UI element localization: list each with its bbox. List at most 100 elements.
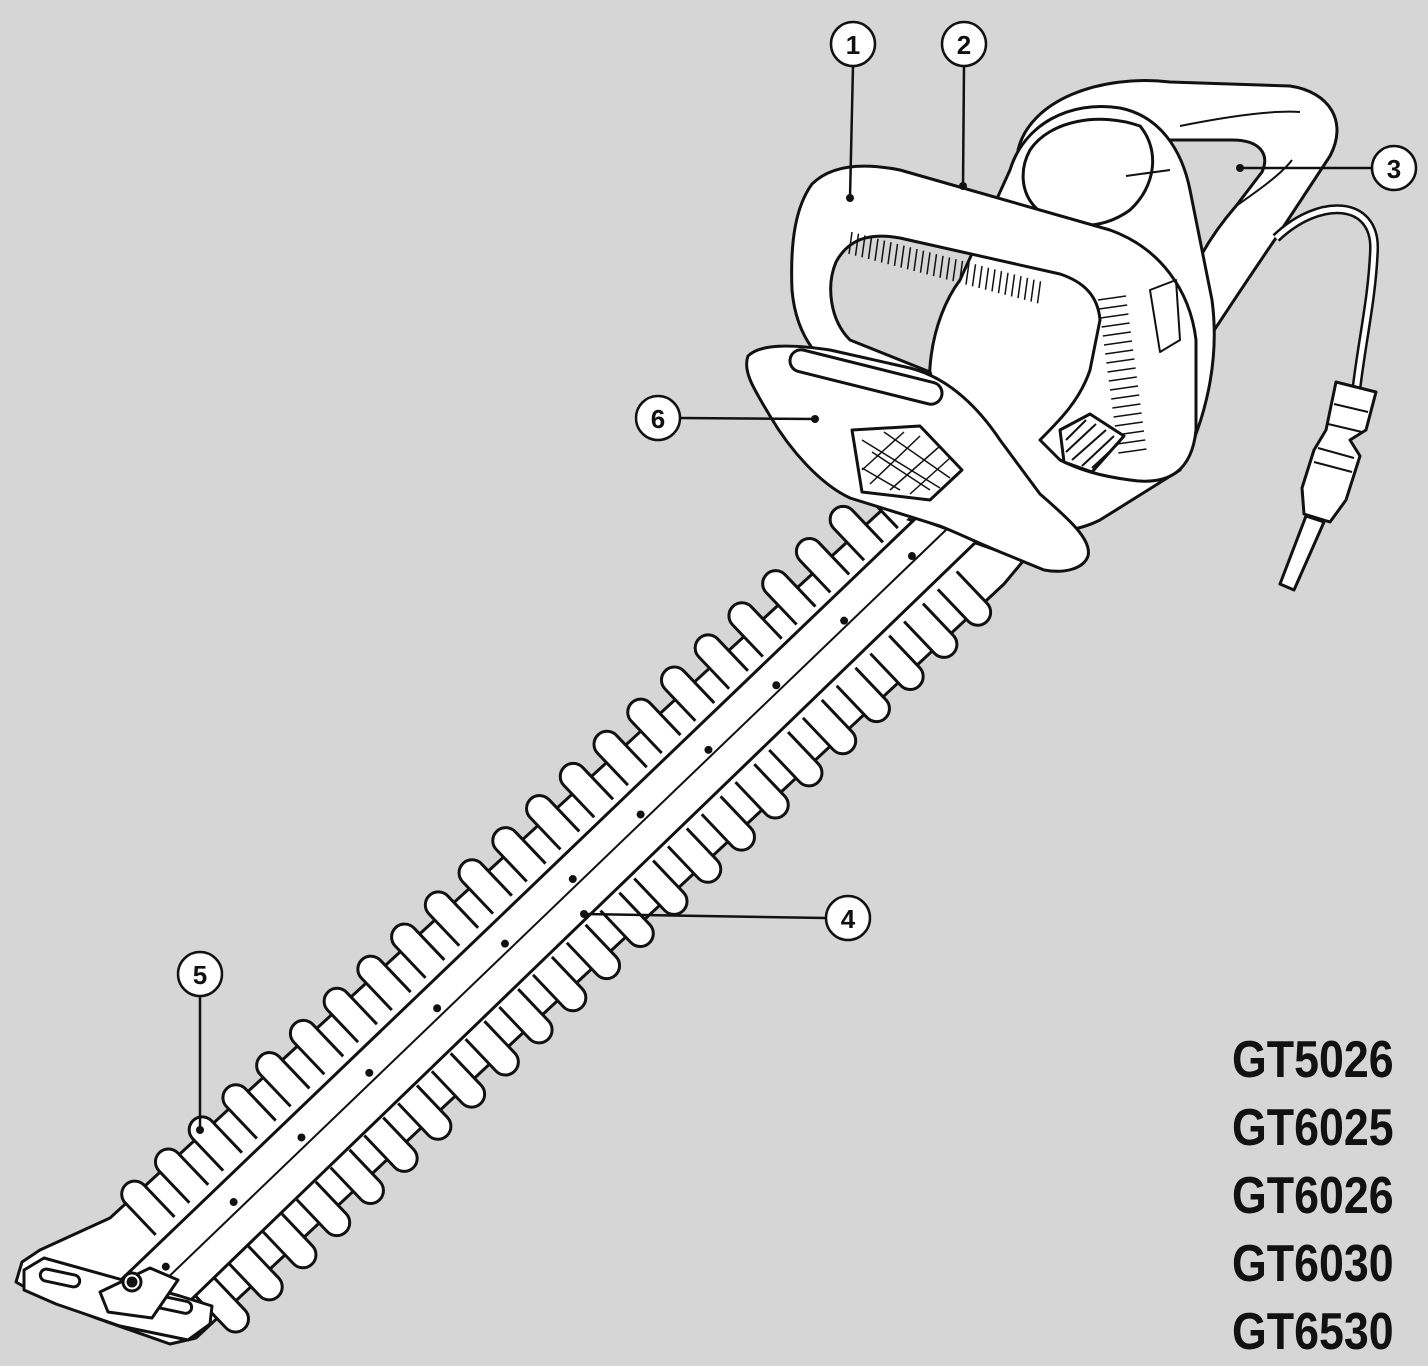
rivet (568, 875, 577, 884)
grip-ridge (887, 242, 892, 265)
leader-4 (583, 912, 827, 920)
grip-ridge (971, 264, 977, 287)
blade-tooth (525, 794, 581, 851)
grip-ridge (926, 252, 931, 275)
blade-tooth (727, 601, 783, 658)
rear-handle-inner (1179, 110, 1301, 207)
blade-tooth (693, 633, 750, 690)
callout-6: 6 (634, 394, 682, 442)
rivet (636, 810, 645, 819)
blade-tooth (660, 665, 716, 722)
guide-bar-rivets (161, 552, 916, 1271)
grip-ridge (1113, 412, 1142, 418)
leader-endpoints (196, 164, 1244, 1134)
callout-5-label: 5 (193, 960, 207, 990)
callout-2: 2 (940, 20, 988, 68)
grip-ridge (952, 259, 957, 282)
blade-tooth (565, 923, 621, 981)
front-handle-grip-ridges (848, 231, 1147, 454)
blade-tooth (734, 763, 790, 820)
side-slot (1125, 169, 1181, 353)
grip-ridge (848, 231, 853, 255)
model-number: GT6030 (1232, 1235, 1394, 1293)
grip-ridge (1105, 349, 1134, 355)
blade-tooth (558, 761, 615, 819)
vent-hatching (1065, 419, 1121, 469)
model-number-list: GT5026 GT6025 GT6026 GT6030 GT6530 (1232, 1026, 1420, 1366)
grip-ridge (1097, 295, 1127, 301)
blade-teeth (120, 472, 993, 1334)
blade-tooth (322, 986, 378, 1044)
leader-2 (961, 65, 966, 187)
grip-ridge (1100, 313, 1129, 319)
grip-ridge (1114, 421, 1143, 427)
tip-bracket (98, 1266, 180, 1320)
blade-tooth (761, 569, 817, 626)
rivet (704, 745, 713, 754)
callout-4: 4 (824, 894, 872, 942)
rivet (772, 681, 781, 690)
leader-6 (679, 416, 816, 421)
blade-tooth (835, 666, 891, 724)
tip-slot-left (38, 1267, 82, 1289)
blade-tooth (626, 697, 682, 755)
blade-tooth (464, 1020, 520, 1077)
grip-ridge (939, 255, 944, 278)
blade-tooth (457, 858, 513, 915)
model-number: GT6025 (1232, 1099, 1394, 1157)
blade-tooth (828, 504, 884, 562)
rivet (433, 1004, 442, 1013)
model-number: GT6530 (1232, 1303, 1394, 1361)
callout-5: 5 (176, 950, 224, 998)
callout-bubbles: 1 2 3 4 5 6 (176, 20, 1418, 998)
blade-tooth (329, 1148, 385, 1205)
hand-guard-slot (788, 348, 944, 406)
tip-screw-centre (126, 1276, 138, 1288)
grip-ridge (1118, 448, 1147, 454)
hand-guard-grip-area (850, 424, 964, 502)
grip-ridge (1030, 279, 1035, 302)
model-number: GT6026 (1232, 1167, 1394, 1225)
blade-tooth (430, 1052, 487, 1109)
blade-tooth (221, 1083, 277, 1140)
leader-1 (848, 65, 855, 199)
grip-ridge (984, 267, 990, 290)
grip-ridge (965, 262, 970, 285)
top-switch (1021, 117, 1155, 227)
blade-tooth (498, 988, 554, 1045)
blade-tooth (936, 570, 993, 627)
blade-tooth (228, 1245, 284, 1302)
grip-ridge (1111, 394, 1140, 400)
grip-ridge (913, 248, 918, 272)
callout-leaders (198, 65, 1372, 1130)
grip-ridge (893, 243, 899, 267)
blade-assembly (14, 472, 1026, 1346)
blade-tooth (255, 1051, 311, 1108)
grip-ridge (880, 240, 886, 263)
grip-ridge (861, 235, 866, 258)
grip-ridge (867, 236, 873, 260)
callout-1: 1 (829, 20, 877, 68)
blade-tooth (154, 1147, 210, 1204)
power-cable (1272, 204, 1380, 592)
cable-plug (1300, 380, 1378, 524)
motor-housing (790, 79, 1339, 532)
grip-ridge (978, 265, 983, 289)
blade-tooth (869, 634, 925, 691)
grip-ridge (1106, 358, 1135, 364)
grip-ridge (945, 257, 951, 280)
blade-tooth (599, 891, 655, 948)
grip-ridge (1017, 276, 1022, 299)
grip-ridge (932, 253, 938, 277)
grip-ridge (1099, 304, 1128, 310)
rivet (907, 552, 916, 561)
grip-ridge (997, 270, 1003, 294)
blade-tooth (295, 1180, 352, 1238)
grip-ridge (958, 260, 964, 284)
grip-ridge (1117, 439, 1146, 445)
grip-ridge (1102, 331, 1131, 337)
blade-tooth (262, 1212, 318, 1270)
grip-ridge (1004, 272, 1009, 295)
model-number: GT5026 (1232, 1031, 1394, 1089)
rivet (500, 939, 509, 948)
